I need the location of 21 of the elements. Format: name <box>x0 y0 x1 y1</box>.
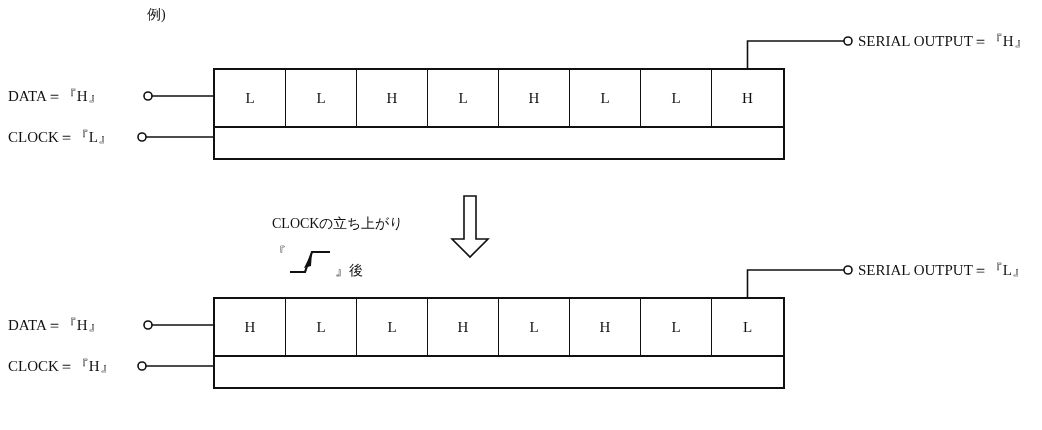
connector-line <box>143 320 214 330</box>
terminal-label: DATA＝『H』 <box>8 86 148 106</box>
terminal-label: SERIAL OUTPUT＝『H』 <box>848 31 1029 51</box>
connector-line <box>746 265 853 298</box>
connector-line <box>746 36 853 69</box>
register-cell: H <box>712 70 783 126</box>
example-label: 例) <box>147 6 166 24</box>
hollow-arrow <box>450 195 490 259</box>
bracket-text: 『 <box>272 244 286 262</box>
bracket-text: 』後 <box>335 262 363 280</box>
connector-line <box>137 361 214 371</box>
register-cell: L <box>712 299 783 355</box>
connector-line <box>143 91 214 101</box>
connector-line <box>137 132 214 142</box>
terminal-label: CLOCK＝『H』 <box>8 356 142 376</box>
edge-label: CLOCKの立ち上がり <box>272 215 404 233</box>
shift-register-box <box>213 297 785 389</box>
shift-register-box <box>213 68 785 160</box>
terminal-label: DATA＝『H』 <box>8 315 148 335</box>
terminal-label: SERIAL OUTPUT＝『L』 <box>848 260 1028 280</box>
terminal-label: CLOCK＝『L』 <box>8 127 142 147</box>
